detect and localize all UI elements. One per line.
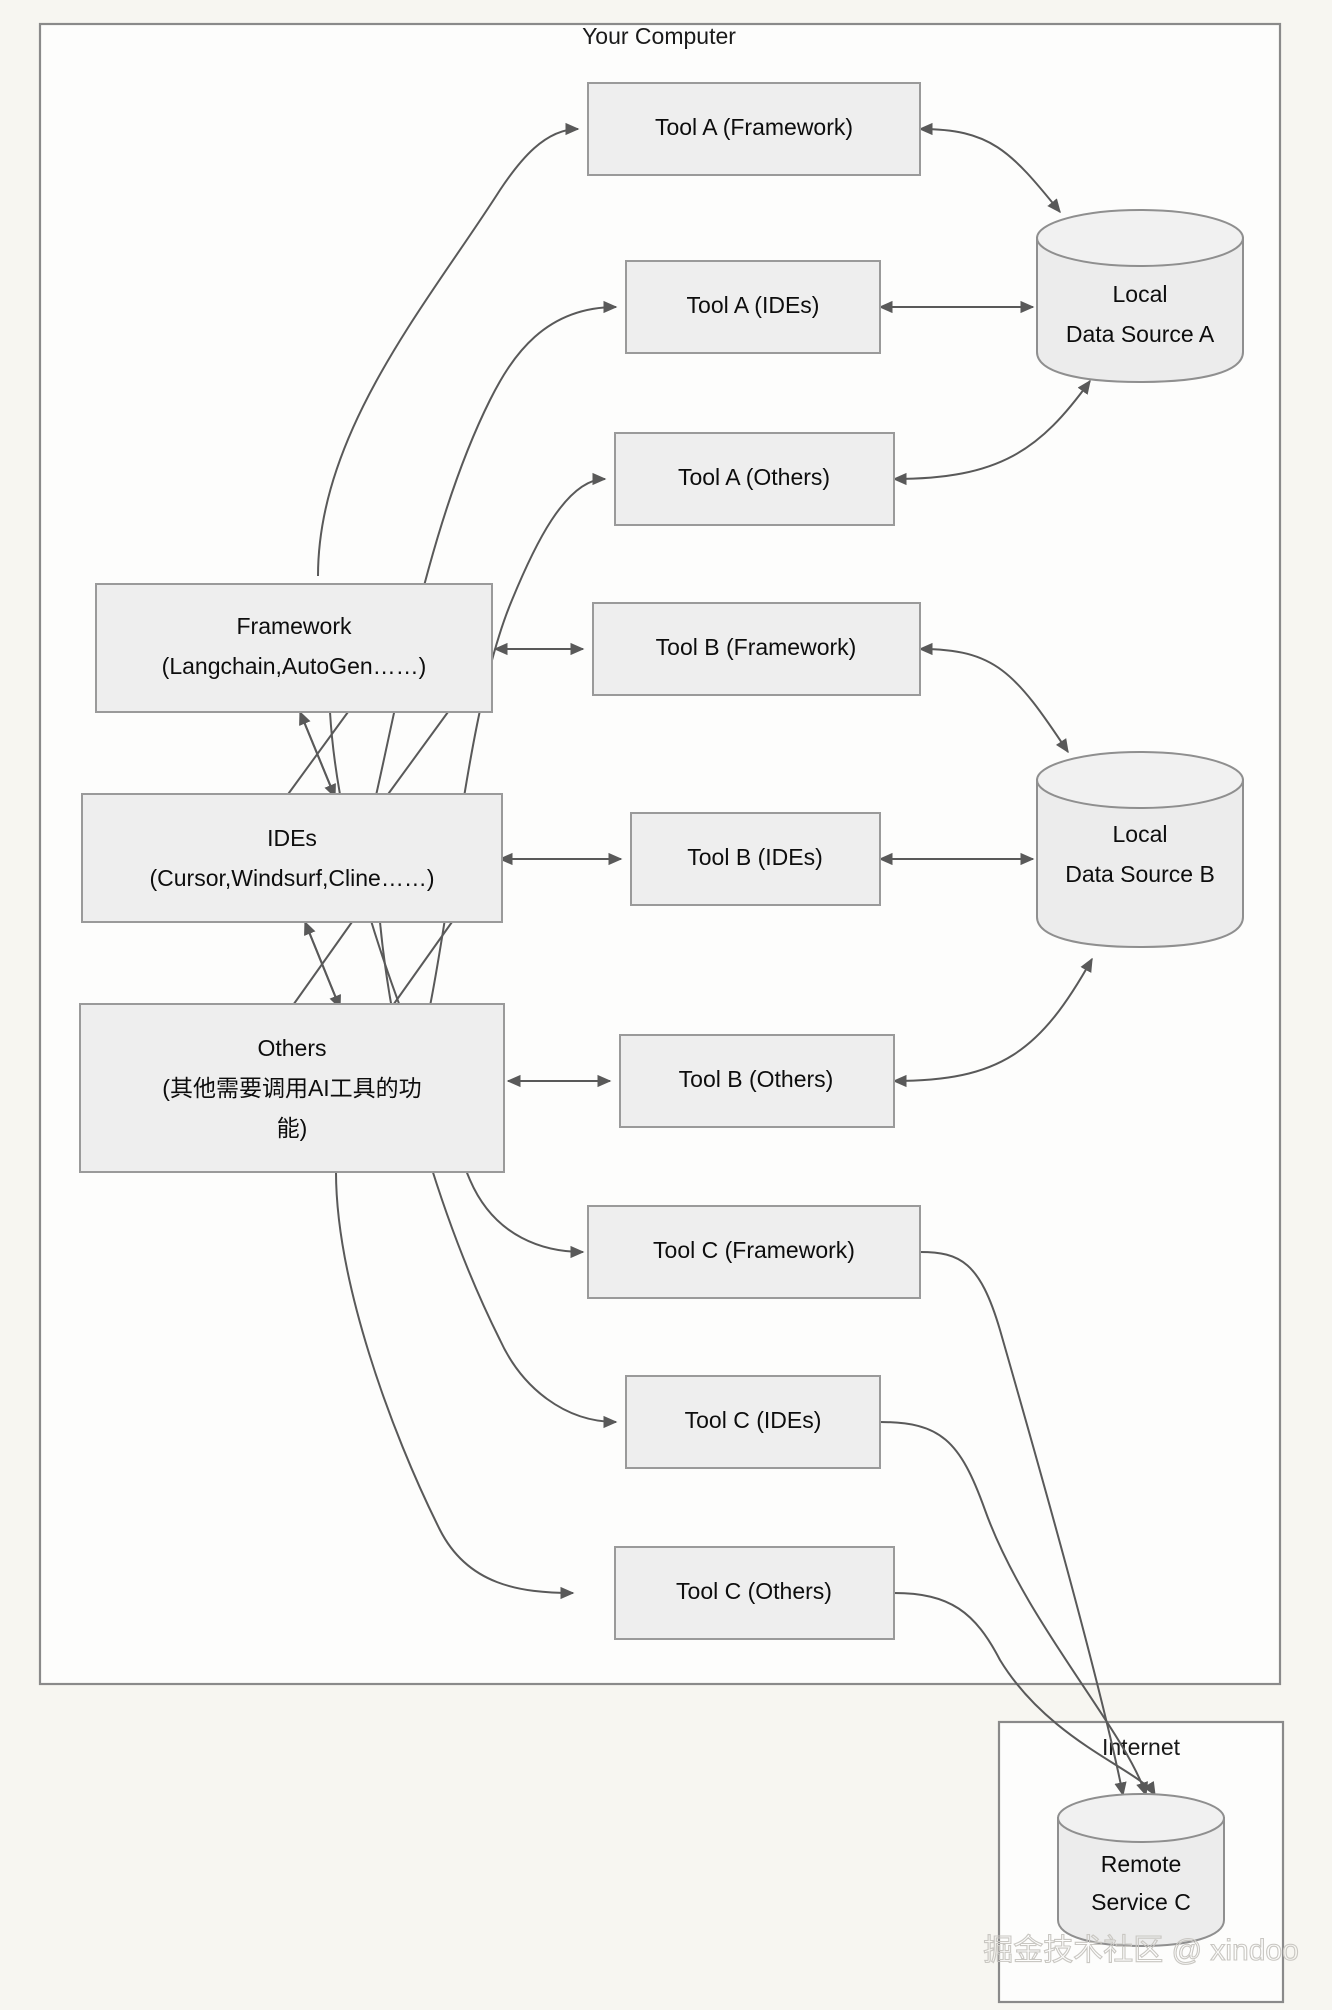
node-local-data-source-a-line2: Data Source A [1066, 321, 1215, 347]
node-local-data-source-a-line1: Local [1113, 281, 1168, 307]
node-tool-c-others[interactable]: Tool C (Others) [614, 1546, 895, 1640]
edge-tool-c-others-to-remote-c [893, 1592, 1156, 1797]
node-remote-service-c-line2: Service C [1091, 1889, 1191, 1915]
node-framework-title: Framework [236, 613, 352, 639]
node-tool-a-ides-label: Tool A (IDEs) [687, 292, 820, 318]
node-local-data-source-b-line1: Local [1113, 821, 1168, 847]
node-tool-c-framework[interactable]: Tool C (Framework) [587, 1205, 921, 1299]
node-others[interactable]: Others (其他需要调用AI工具的功 能) [79, 1003, 505, 1173]
node-tool-b-ides-label: Tool B (IDEs) [687, 844, 822, 870]
container-your-computer-label: Your Computer [582, 23, 736, 49]
node-tool-b-others-label: Tool B (Others) [679, 1066, 834, 1092]
edge-framework-ides-cross-a [285, 711, 349, 798]
node-local-data-source-a[interactable]: Local Data Source A [1036, 209, 1244, 384]
node-tool-c-others-label: Tool C (Others) [676, 1578, 832, 1604]
node-remote-service-c[interactable]: Remote Service C [1057, 1793, 1225, 1948]
edge-ides-others-cross-a [290, 921, 353, 1009]
node-others-title: Others [257, 1035, 326, 1061]
edge-tool-b-framework-to-local-b [918, 642, 1069, 754]
node-local-data-source-b[interactable]: Local Data Source B [1036, 751, 1244, 949]
node-tool-b-ides[interactable]: Tool B (IDEs) [630, 812, 881, 906]
edge-tool-a-others-to-local-a [892, 379, 1091, 486]
node-framework[interactable]: Framework (Langchain,AutoGen……) [95, 583, 493, 713]
node-framework-subtitle: (Langchain,AutoGen……) [162, 653, 427, 679]
watermark: 掘金技术社区 @ xindoo [983, 1934, 1299, 1967]
node-tool-a-framework[interactable]: Tool A (Framework) [587, 82, 921, 176]
node-others-subtitle-1: (其他需要调用AI工具的功 [162, 1075, 421, 1101]
node-tool-a-ides[interactable]: Tool A (IDEs) [625, 260, 881, 354]
node-others-subtitle-2: 能) [277, 1115, 308, 1141]
node-tool-a-framework-label: Tool A (Framework) [655, 114, 853, 140]
node-tool-a-others-label: Tool A (Others) [678, 464, 830, 490]
node-tool-b-others[interactable]: Tool B (Others) [619, 1034, 895, 1128]
edge-tool-c-ides-to-remote-c [879, 1421, 1148, 1797]
edge-framework-ides-cross-b [385, 711, 449, 798]
edge-framework-to-tool-a-framework [317, 122, 580, 577]
node-tool-b-framework-label: Tool B (Framework) [656, 634, 857, 660]
edge-others-to-tool-c-others [335, 1171, 575, 1600]
edge-tool-c-framework-to-remote-c [919, 1251, 1127, 1797]
edge-tool-a-framework-to-local-a [918, 122, 1061, 214]
edge-tool-b-others-to-local-b [892, 957, 1093, 1088]
node-tool-c-ides[interactable]: Tool C (IDEs) [625, 1375, 881, 1469]
node-tool-b-framework[interactable]: Tool B (Framework) [592, 602, 921, 696]
node-tool-c-ides-label: Tool C (IDEs) [685, 1407, 822, 1433]
node-tool-c-framework-label: Tool C (Framework) [653, 1237, 855, 1263]
node-ides-subtitle: (Cursor,Windsurf,Cline……) [150, 865, 435, 891]
node-local-data-source-b-line2: Data Source B [1065, 861, 1215, 887]
node-ides-title: IDEs [267, 825, 317, 851]
node-tool-a-others[interactable]: Tool A (Others) [614, 432, 895, 526]
node-ides[interactable]: IDEs (Cursor,Windsurf,Cline……) [81, 793, 503, 923]
edge-ides-others-cross-b [390, 921, 453, 1009]
node-remote-service-c-line1: Remote [1101, 1851, 1182, 1877]
